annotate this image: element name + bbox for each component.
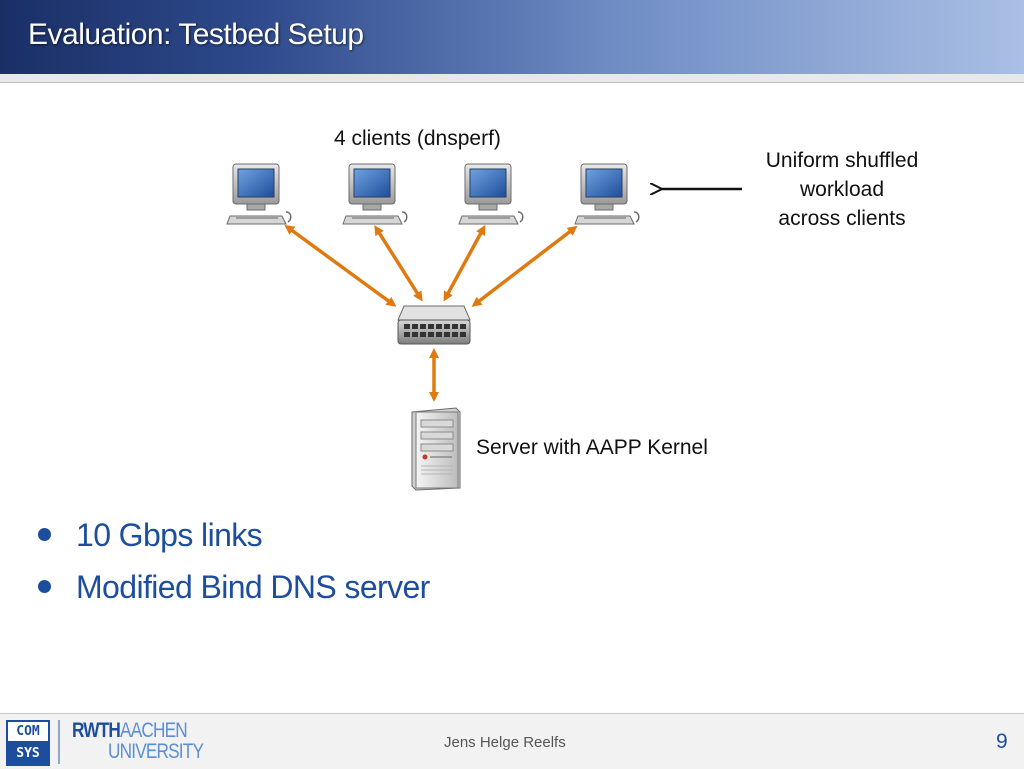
link-client-1: [284, 224, 397, 307]
client-computer-2: [342, 163, 408, 225]
page-title: Evaluation: Testbed Setup: [28, 18, 364, 51]
footer-bar: COM SYS RWTHAACHEN UNIVERSITY Jens Helge…: [0, 713, 1024, 769]
bullet-list: 10 Gbps links Modified Bind DNS server: [36, 514, 430, 618]
server-label: Server with AAPP Kernel: [476, 436, 708, 459]
desktop-computer-icon: [342, 163, 408, 225]
workload-label-line-3: across clients: [778, 207, 906, 230]
rwth-logo-line-2: UNIVERSITY: [108, 740, 204, 763]
workload-label-line-1: Uniform shuffled: [765, 149, 919, 172]
page-number: 9: [996, 730, 1008, 753]
comsys-logo-bottom: SYS: [8, 743, 48, 764]
footer-author: Jens Helge Reelfs: [444, 734, 566, 751]
comsys-logo-top: COM: [8, 722, 48, 743]
network-switch: [397, 305, 471, 345]
comsys-logo: COM SYS: [6, 720, 50, 766]
client-links: [284, 224, 578, 402]
rwth-logo-bold: RWTH: [72, 719, 121, 742]
bullet-text: 10 Gbps links: [76, 517, 263, 553]
rwth-logo-light: AACHEN: [120, 719, 188, 742]
workload-label: Uniform shuffled workload across clients: [740, 146, 944, 233]
desktop-computer-icon: [458, 163, 524, 225]
bullet-dot-icon: [38, 528, 51, 541]
rwth-logo-line-1: RWTHAACHEN: [72, 719, 188, 742]
server-tower-icon: [411, 407, 461, 491]
client-computer-4: [574, 163, 640, 225]
header-divider: [0, 74, 1024, 83]
desktop-computer-icon: [226, 163, 292, 225]
logo-separator: [58, 720, 60, 764]
header-bar: [0, 0, 1024, 74]
network-switch-icon: [397, 305, 471, 345]
clients-label: 4 clients (dnsperf): [334, 127, 501, 150]
server-machine: [411, 407, 461, 491]
link-client-2: [374, 225, 423, 302]
rwth-aachen-logo: RWTHAACHEN UNIVERSITY: [72, 720, 232, 764]
workload-label-line-2: workload: [799, 178, 885, 201]
desktop-computer-icon: [574, 163, 640, 225]
client-computer-1: [226, 163, 292, 225]
link-client-4: [471, 225, 578, 307]
link-client-3: [443, 224, 486, 302]
bullet-item: 10 Gbps links: [36, 514, 430, 566]
bullet-item: Modified Bind DNS server: [36, 566, 430, 618]
bullet-dot-icon: [38, 580, 51, 593]
client-computer-3: [458, 163, 524, 225]
bullet-text: Modified Bind DNS server: [76, 569, 430, 605]
